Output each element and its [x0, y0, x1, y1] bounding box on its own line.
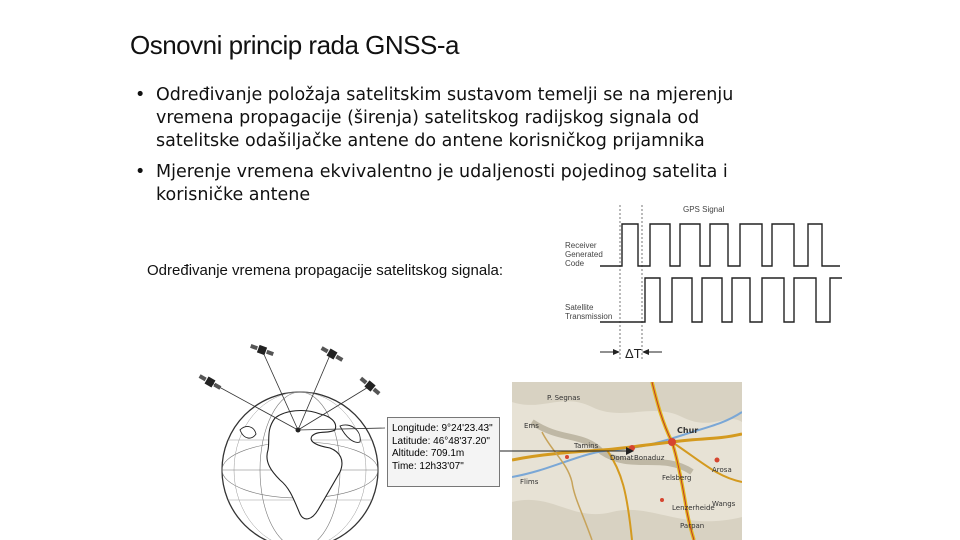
bullet-text: Mjerenje vremena ekvivalentno je udaljen…: [156, 162, 728, 205]
bullet-item: • Mjerenje vremena ekvivalentno je udalj…: [135, 161, 775, 207]
map-label: Chur: [677, 426, 699, 435]
map-label: Lenzerheide: [672, 504, 715, 512]
receiver-label-2: Generated: [565, 250, 603, 259]
bullet-item: • Određivanje položaja satelitskim susta…: [135, 84, 775, 153]
map-image: Chur Domat Bonaduz Tamins Flims Arosa Fe…: [512, 382, 742, 540]
map-label: Felsberg: [662, 474, 692, 482]
bullet-marker: •: [135, 162, 146, 182]
satellite-label-2: Transmission: [565, 312, 612, 321]
gps-signal-label: GPS Signal: [683, 205, 725, 214]
map-label: Arosa: [712, 466, 732, 474]
map-label: Parpan: [680, 522, 705, 530]
bullet-marker: •: [135, 85, 146, 105]
satellite-label-1: Satellite: [565, 303, 594, 312]
bullet-list: • Određivanje položaja satelitskim susta…: [135, 84, 775, 215]
figure-caption: Određivanje vremena propagacije satelits…: [147, 262, 504, 279]
satellite-transmission-waveform: [600, 277, 842, 323]
receiver-code-waveform: [600, 223, 840, 267]
satellite-icon: [359, 376, 381, 396]
map-label: Tamins: [574, 442, 599, 450]
map-label: Flims: [520, 478, 539, 486]
delta-t-label: ΔT: [625, 346, 642, 361]
continents: [266, 409, 343, 520]
position-readout: Longitude: 9°24'23.43" Latitude: 46°48'3…: [387, 417, 500, 487]
main-road: [512, 432, 742, 462]
longitude-value: Longitude: 9°24'23.43": [392, 423, 493, 434]
slide-title: Osnovni princip rada GNSS-a: [130, 30, 459, 60]
satellite-icon: [250, 344, 274, 356]
globe-figure: [198, 344, 386, 540]
timing-diagram: GPS Signal Receiver Generated Code Satel…: [565, 205, 842, 361]
receiver-label-3: Code: [565, 259, 585, 268]
latitude-value: Latitude: 46°48'37.20": [392, 435, 490, 447]
map-label: Bonaduz: [634, 454, 665, 462]
satellite-icon: [198, 374, 222, 390]
map-label: Domat: [610, 454, 634, 462]
map-label: P. Segnas: [547, 394, 581, 402]
satellite-icon: [320, 346, 344, 362]
time-value: Time: 12h33'07": [392, 460, 464, 472]
bullet-text: Određivanje položaja satelitskim sustavo…: [156, 85, 734, 151]
receiver-label-1: Receiver: [565, 241, 597, 250]
pointer-arrow: [500, 447, 634, 455]
map-label: Ems: [524, 422, 539, 430]
altitude-value: Altitude: 709.1m: [392, 448, 465, 459]
map-label: Wangs: [712, 500, 736, 508]
